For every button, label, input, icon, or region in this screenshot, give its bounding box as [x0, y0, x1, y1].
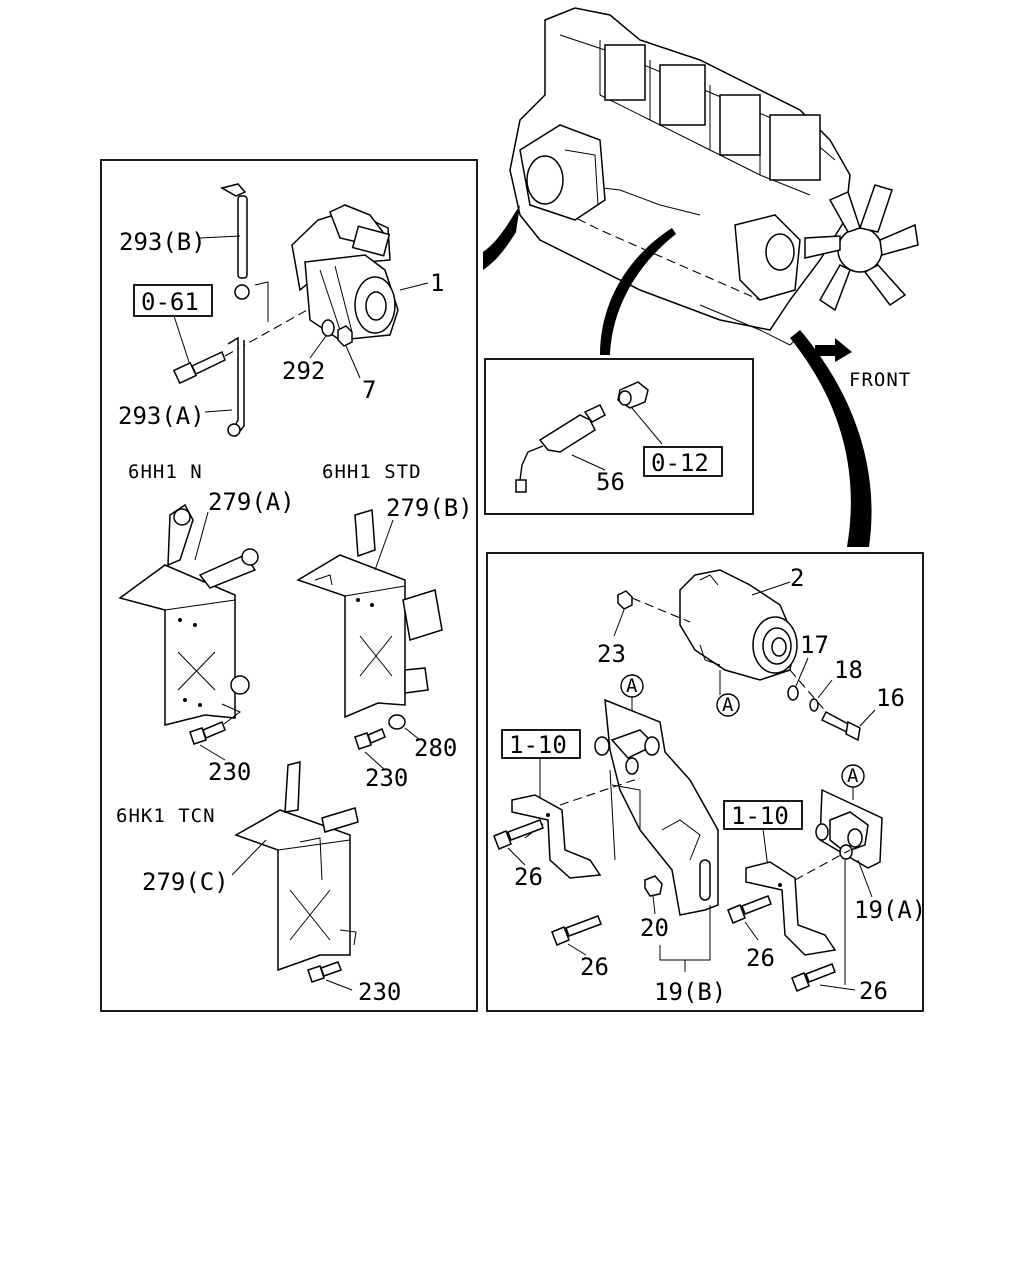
bracket-19a [815, 788, 883, 869]
label-nut-7: 7 [362, 376, 376, 404]
label-marker-a3: A [847, 765, 859, 787]
label-20: 20 [640, 914, 669, 942]
label-sensor-56: 56 [596, 468, 625, 496]
cable-293a [227, 336, 245, 438]
bracket-279c [234, 761, 359, 972]
bracket-19b [594, 698, 719, 916]
nut-23 [617, 590, 633, 610]
label-280: 280 [414, 734, 457, 762]
bolt-20 [644, 875, 663, 897]
washer-280 [388, 714, 406, 730]
label-26-d: 26 [859, 977, 888, 1005]
pointer-alternator [790, 330, 872, 547]
model-6hk1-tcn: 6HK1 TCN [116, 805, 216, 827]
label-293a: 293(A) [118, 402, 205, 430]
label-230-tcn: 230 [358, 978, 401, 1006]
bolt-230-std [354, 728, 386, 750]
label-19b: 19(B) [654, 978, 726, 1006]
engine-illustration: FRONT [509, 7, 919, 391]
bracket-279a [118, 503, 259, 726]
bolt-26-d [791, 963, 836, 992]
label-26-a: 26 [514, 863, 543, 891]
label-293b: 293(B) [119, 228, 206, 256]
ref-box-1-10-left [501, 729, 581, 759]
label-19a: 19(A) [854, 896, 926, 924]
front-label: FRONT [849, 369, 911, 391]
plug-0-12 [617, 381, 649, 409]
label-292: 292 [282, 357, 325, 385]
ref-box-0-61 [133, 284, 213, 317]
starter-detail-frame [100, 159, 478, 1012]
label-marker-a1: A [722, 694, 734, 716]
label-230-n: 230 [208, 758, 251, 786]
washer-17 [787, 685, 799, 701]
model-6hh1-n: 6HH1 N [128, 461, 203, 483]
stay-left [511, 794, 602, 879]
pointer-starter [483, 205, 520, 270]
sensor-56 [515, 404, 606, 493]
starter-motor [291, 204, 399, 341]
bolt-230-tcn [307, 961, 342, 983]
bolt-26-c [727, 895, 772, 924]
label-279b: 279(B) [386, 494, 473, 522]
label-18: 18 [834, 656, 863, 684]
label-26-b: 26 [580, 953, 609, 981]
label-279c: 279(C) [142, 868, 229, 896]
cable-293b [220, 183, 250, 300]
label-26-c: 26 [746, 944, 775, 972]
washer-18 [809, 698, 819, 712]
label-0-61: 0-61 [141, 288, 199, 316]
bolt-26-a [493, 819, 544, 850]
label-230-std: 230 [365, 764, 408, 792]
fan-icon [804, 184, 919, 312]
label-marker-a2: A [626, 675, 638, 697]
label-starter-1: 1 [430, 269, 444, 297]
alternator-detail-frame [486, 552, 924, 1012]
label-279a: 279(A) [208, 488, 295, 516]
label-0-12: 0-12 [651, 449, 709, 477]
front-arrow-icon [815, 338, 852, 362]
bolt-26-b [551, 915, 602, 946]
label-alternator-2: 2 [790, 564, 804, 592]
ref-box-0-12 [643, 446, 723, 477]
label-nut-23: 23 [597, 640, 626, 668]
alternator-2 [679, 569, 798, 681]
bolt-230-n [189, 721, 226, 745]
bracket-279b [296, 509, 443, 719]
label-17: 17 [800, 631, 829, 659]
washer-292 [321, 319, 335, 337]
label-1-10-left: 1-10 [509, 731, 567, 759]
marker-a-alternator [716, 693, 740, 717]
label-1-10-right: 1-10 [731, 802, 789, 830]
stay-right [745, 861, 837, 956]
bolt-16 [820, 710, 861, 742]
bolt-0-61 [172, 350, 226, 385]
model-6hh1-std: 6HH1 STD [322, 461, 422, 483]
label-16: 16 [876, 684, 905, 712]
sensor-detail-frame [484, 358, 754, 515]
nut-7 [337, 325, 353, 347]
pointer-sensor [600, 228, 676, 355]
